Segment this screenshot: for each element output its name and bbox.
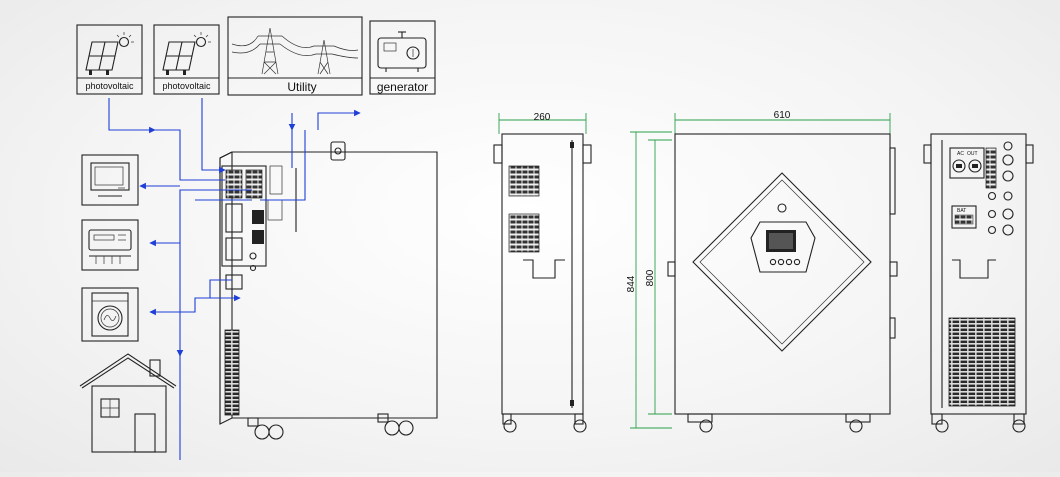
house-icon [79, 353, 177, 453]
pv-panel-2: photovoltaic [153, 24, 220, 95]
pv-panel-1: photovoltaic [76, 24, 143, 95]
body-height-dimension: 800 [645, 269, 656, 286]
front-view: 610 844 800 [626, 110, 898, 433]
out-label: OUT [967, 151, 978, 157]
washing-machine-icon [91, 292, 129, 337]
solar-panel-icon [85, 32, 134, 75]
battery-terminal: BAT [951, 205, 977, 229]
total-height-dimension: 844 [626, 275, 637, 292]
pv2-label: photovoltaic [162, 81, 211, 91]
rear-view: AC OUT BAT [923, 133, 1034, 433]
solar-panel-icon [162, 32, 211, 75]
monitor-icon [90, 162, 130, 197]
ac-output-panel: AC OUT [949, 147, 985, 179]
caster-wheels [247, 413, 414, 440]
inverter-unit-isometric [219, 141, 438, 440]
pv1-label: photovoltaic [85, 81, 134, 91]
air-conditioner-icon [88, 229, 132, 264]
utility-label: Utility [287, 80, 316, 94]
side-view: 260 [493, 112, 592, 433]
generator-icon [377, 31, 427, 72]
appliance-load [81, 219, 139, 271]
bat-label: BAT [957, 208, 966, 214]
wiring [108, 98, 361, 460]
house-load [79, 353, 177, 453]
generator-box: generator [369, 20, 436, 95]
utility-box: Utility [227, 16, 363, 96]
side-width-dimension: 260 [534, 112, 551, 123]
power-tower-icon [231, 27, 359, 75]
monitor-load [81, 154, 139, 206]
washing-machine-load [81, 287, 139, 342]
terminal-block [225, 169, 264, 272]
lcd-control-panel [750, 221, 816, 273]
ac-label: AC [957, 151, 964, 157]
front-width-dimension: 610 [774, 110, 791, 121]
generator-label: generator [377, 80, 428, 94]
